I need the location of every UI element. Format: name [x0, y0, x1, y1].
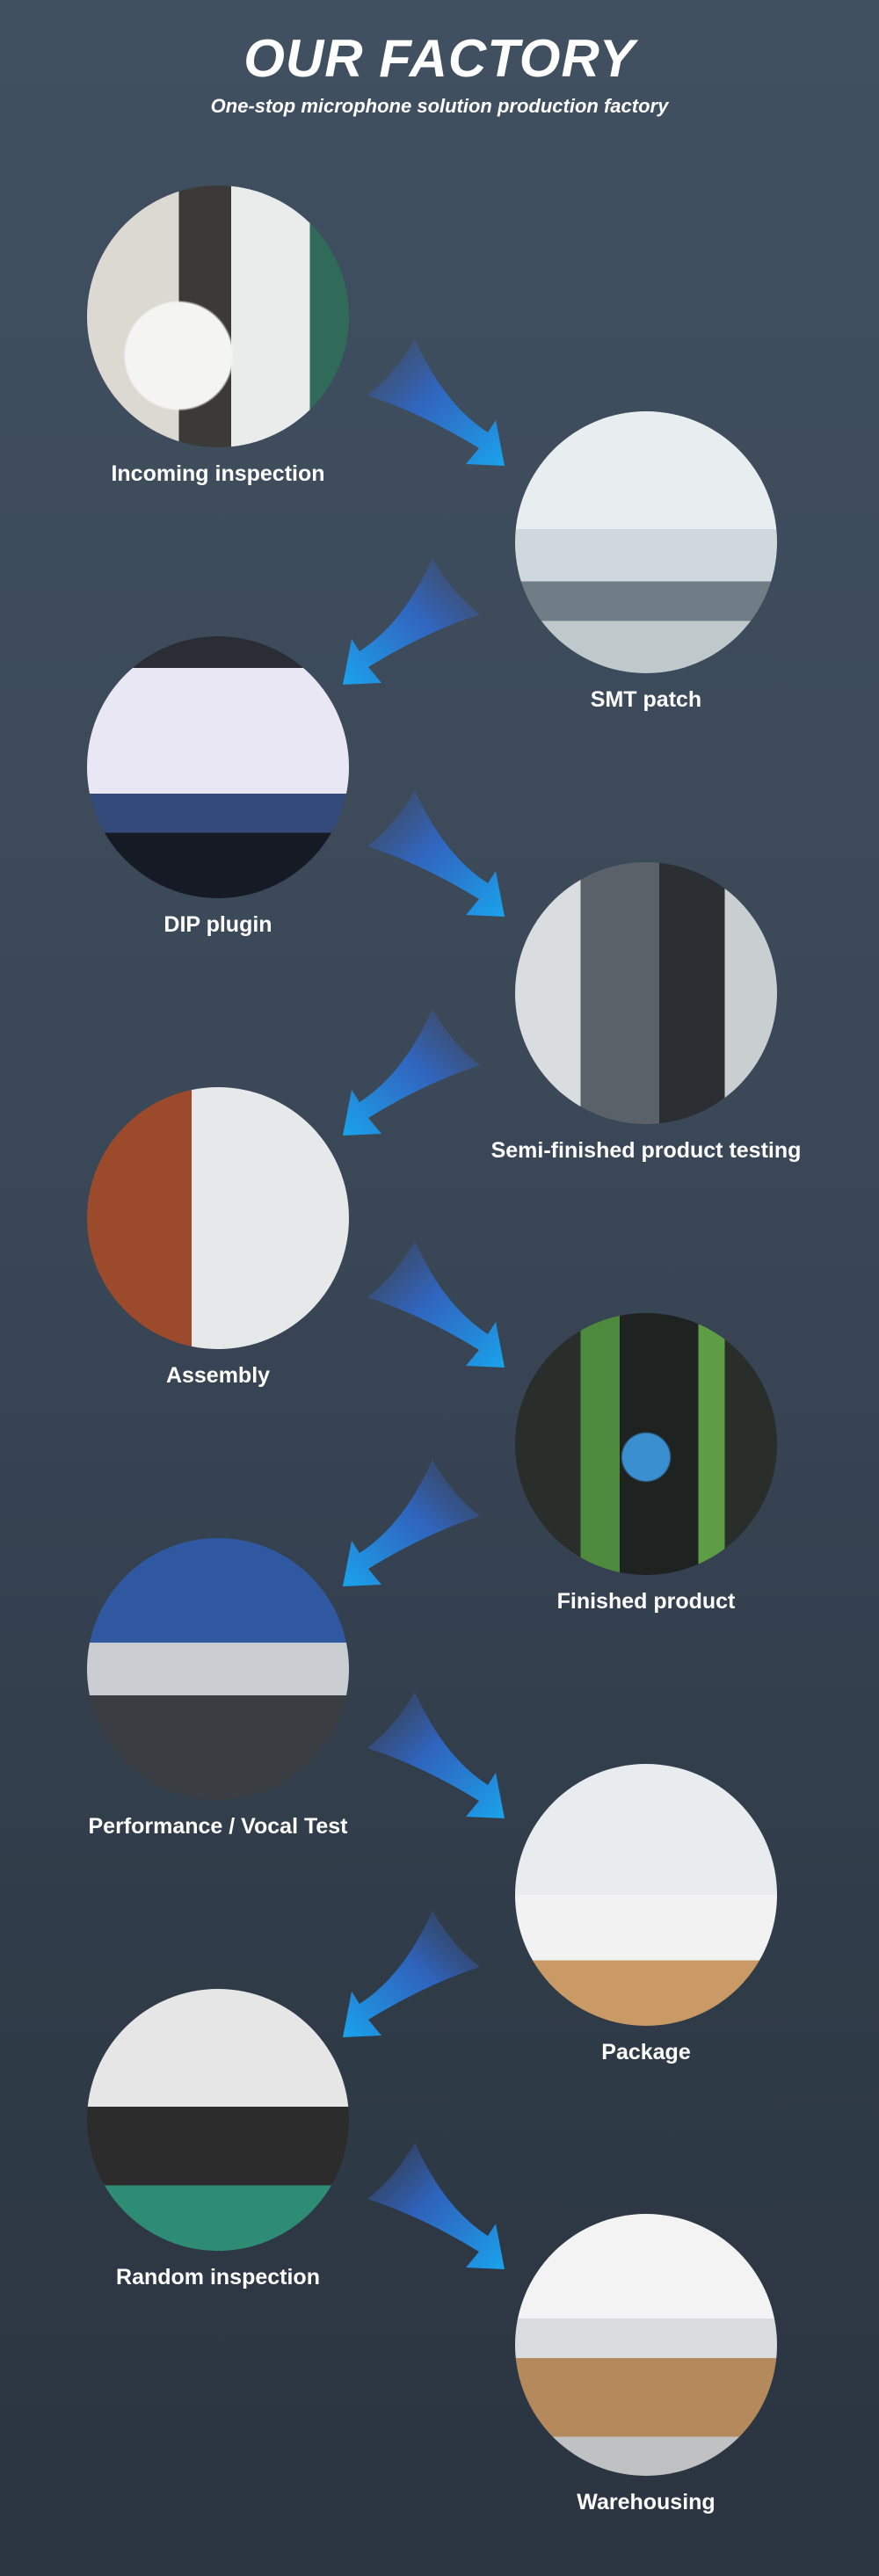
smt-patch-photo [515, 411, 777, 673]
dip-plugin-photo [87, 636, 349, 898]
step-label-assembly: Assembly [165, 1363, 271, 1388]
step-label-dip-plugin: DIP plugin [163, 912, 272, 937]
step-label-performance-vocal-test: Performance / Vocal Test [88, 1814, 348, 1839]
random-inspection-photo [87, 1989, 349, 2251]
finished-product-photo [515, 1313, 777, 1575]
step-label-smt-patch: SMT patch [590, 687, 702, 712]
step-label-package: Package [601, 2040, 691, 2064]
warehousing-photo [515, 2214, 777, 2476]
arrow-right-1 [367, 339, 505, 466]
arrow-right-2 [367, 790, 505, 917]
page-title: OUR FACTORY [243, 29, 636, 88]
arrow-right-5 [367, 2143, 505, 2269]
step-label-incoming-inspection: Incoming inspection [111, 461, 325, 486]
arrow-right-4 [367, 1692, 505, 1818]
arrow-right-3 [367, 1241, 505, 1368]
step-label-random-inspection: Random inspection [116, 2265, 320, 2289]
step-label-semi-finished-testing: Semi-finished product testing [490, 1138, 802, 1163]
performance-vocal-test-photo [87, 1538, 349, 1800]
arrow-left-4 [343, 1911, 480, 2037]
arrow-left-1 [343, 558, 480, 685]
assembly-photo [87, 1087, 349, 1349]
page-subtitle: One-stop microphone solution production … [210, 95, 669, 117]
arrow-left-2 [343, 1009, 480, 1136]
incoming-inspection-photo [87, 185, 349, 447]
package-photo [515, 1764, 777, 2026]
step-label-warehousing: Warehousing [577, 2490, 716, 2514]
step-label-finished-product: Finished product [556, 1589, 736, 1614]
arrow-left-3 [343, 1460, 480, 1586]
semi-finished-testing-photo [515, 862, 777, 1124]
